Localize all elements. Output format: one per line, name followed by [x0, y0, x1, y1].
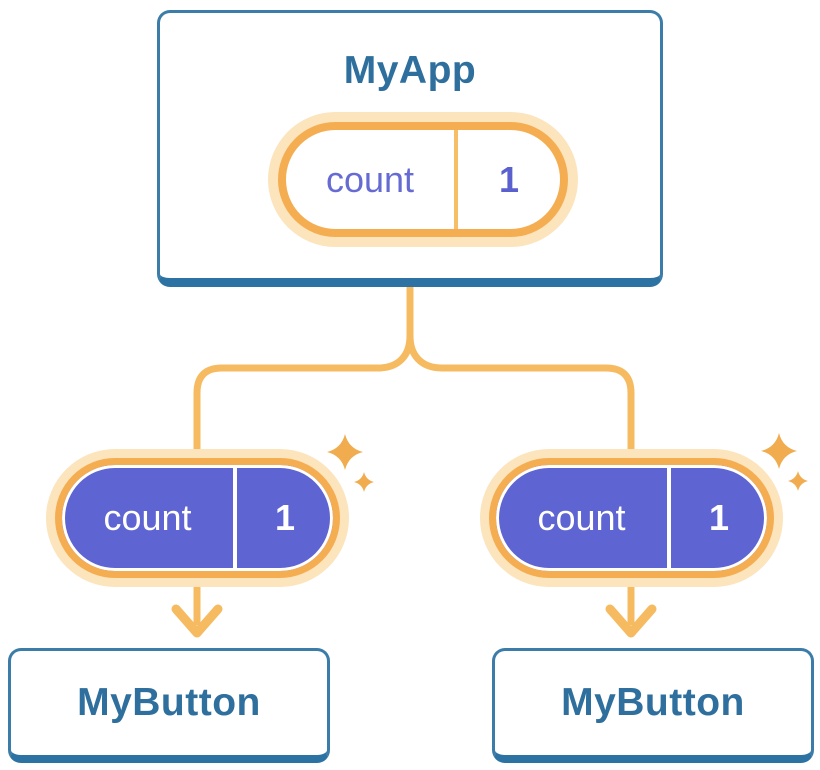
pill-divider — [667, 465, 671, 571]
state-name-label: count — [325, 158, 415, 200]
arrow-down-icon — [605, 604, 657, 638]
right-child-component-title: MyButton — [561, 681, 745, 724]
left-child-component-title: MyButton — [77, 681, 261, 724]
pill-divider — [233, 465, 237, 571]
connector-branch-right — [406, 332, 635, 476]
pill-divider — [454, 130, 458, 229]
root-component-title: MyApp — [343, 49, 477, 92]
root-state-pill: count 1 — [278, 122, 568, 237]
left-child-state-pill: count 1 — [55, 458, 340, 578]
state-value: 1 — [498, 158, 520, 200]
state-name-label: count — [537, 497, 626, 538]
right-child-component-card: MyButton — [492, 648, 814, 763]
connector-lines — [193, 281, 635, 626]
connector-branch-left — [193, 332, 414, 476]
state-value: 1 — [274, 497, 296, 538]
state-value: 1 — [708, 497, 730, 538]
state-name-label: count — [103, 497, 192, 538]
left-child-component-card: MyButton — [8, 648, 330, 763]
root-component-card: MyApp — [157, 10, 663, 287]
arrow-down-icon — [171, 604, 223, 638]
right-child-state-pill: count 1 — [489, 458, 774, 578]
